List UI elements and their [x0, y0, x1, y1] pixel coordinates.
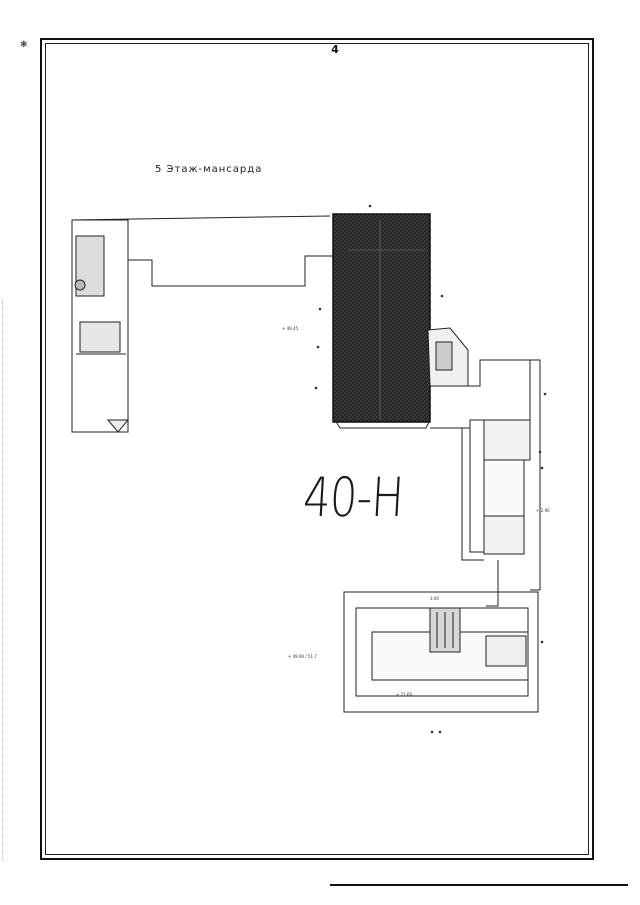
stair-tower: [427, 327, 469, 387]
dimension-label-1: 3.40: [430, 596, 439, 601]
page-number: 4: [331, 43, 339, 56]
elevation-label-4: + 21.60: [396, 692, 413, 697]
scan-edge-dots: [2, 300, 4, 860]
right-wing-upper: [430, 359, 531, 555]
upper-corridor: [71, 215, 333, 287]
elevation-label-3: + 49.90 / 51.7: [288, 654, 317, 659]
elevation-label-2: + 2.90: [536, 508, 550, 513]
elevation-label-1: + 49.45: [282, 326, 299, 331]
lower-building: [343, 591, 539, 713]
floor-title: 5 Этаж-мансарда: [155, 164, 263, 175]
drawing-frame-inner: [45, 43, 589, 855]
vertical-corridor: [461, 359, 541, 607]
left-wing: [71, 219, 130, 433]
elevation-ticks: [314, 204, 547, 734]
handwritten-premises-label: 40-Н: [301, 466, 405, 529]
bottom-rule: [330, 884, 628, 886]
stair-symbol-icon: [74, 279, 86, 291]
hatched-block: [332, 213, 431, 429]
corner-mark: ✱: [20, 40, 28, 50]
drawing-frame-outer: [40, 38, 594, 860]
